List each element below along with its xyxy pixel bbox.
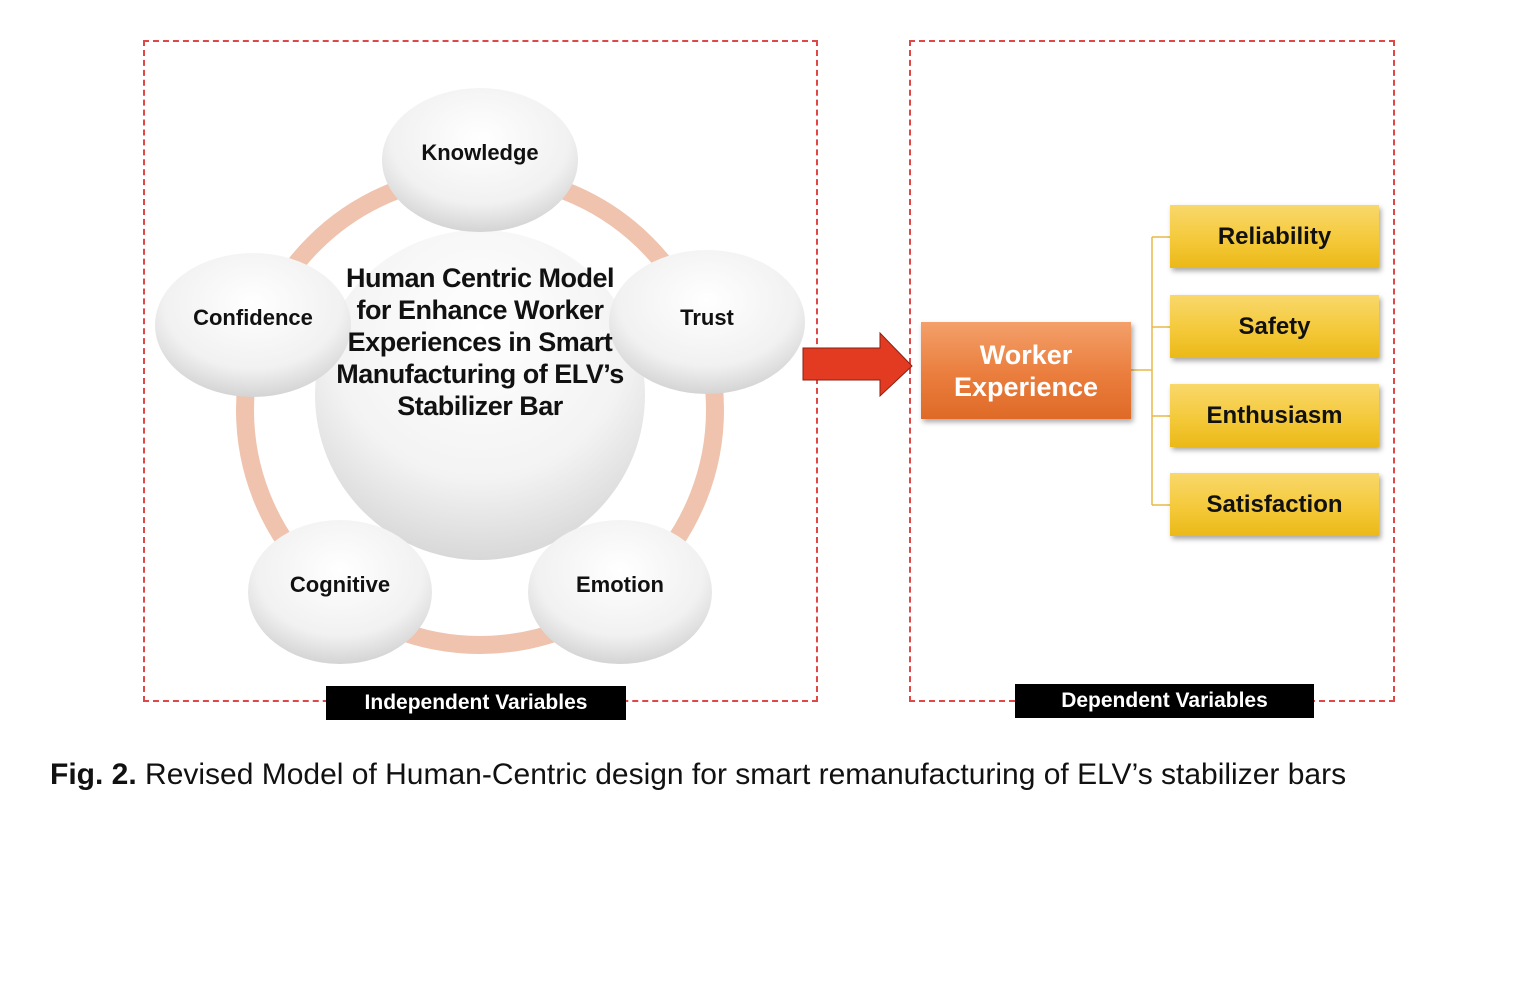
knowledge-sphere (382, 88, 578, 232)
worker-experience-box: Worker Experience (921, 322, 1131, 419)
dv-reliability: Reliability (1170, 205, 1379, 268)
dv-safety: Safety (1170, 295, 1379, 358)
center-title: Human Centric Model for Enhance Worker E… (336, 263, 624, 421)
dv-satisfaction: Satisfaction (1170, 473, 1379, 536)
independent-variables-label: Independent Variables (326, 686, 626, 720)
caption-prefix: Fig. 2. (50, 758, 137, 791)
dependent-variables-label: Dependent Variables (1015, 684, 1314, 718)
trust-sphere (609, 250, 805, 394)
dv-enthusiasm: Enthusiasm (1170, 384, 1379, 447)
node-trust: Trust (680, 305, 734, 330)
arrow-right-icon (802, 331, 913, 398)
node-emotion: Emotion (576, 572, 664, 597)
confidence-sphere (155, 253, 351, 397)
node-knowledge: Knowledge (421, 140, 539, 165)
node-cognitive: Cognitive (289, 572, 391, 597)
node-confidence: Confidence (193, 305, 313, 330)
center-sphere (315, 230, 645, 560)
cognitive-sphere (248, 520, 432, 664)
tree-connectors (1131, 236, 1170, 506)
emotion-sphere (528, 520, 712, 664)
figure-caption: Fig. 2. Revised Model of Human-Centric d… (50, 758, 1510, 792)
caption-text: Revised Model of Human-Centric design fo… (136, 758, 1347, 791)
worker-experience-label: Worker Experience (953, 339, 1099, 402)
